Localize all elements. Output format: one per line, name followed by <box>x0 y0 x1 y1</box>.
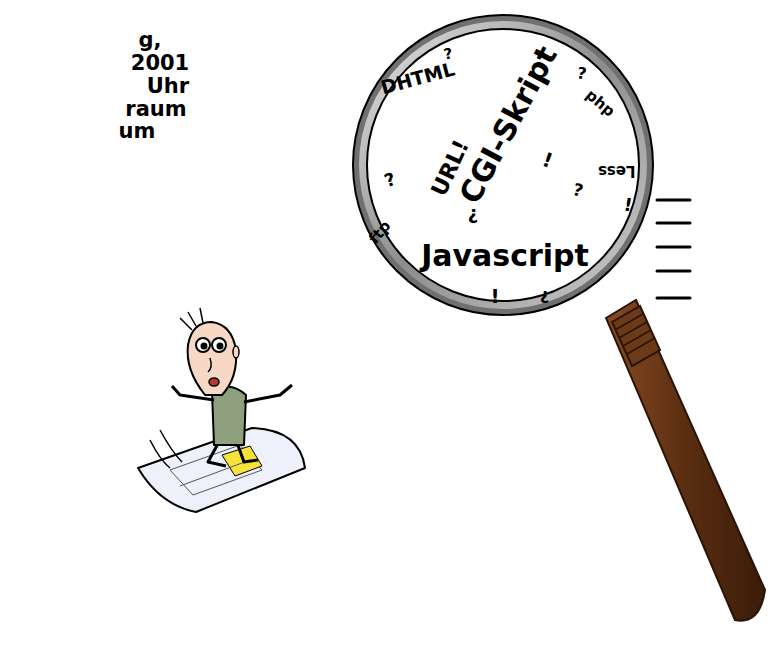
question-mark: ? <box>540 288 549 304</box>
place-text: um <box>119 121 156 142</box>
term-word: Javascript <box>421 241 589 271</box>
date-text: 2001 <box>131 53 189 74</box>
question-mark: ¿ <box>468 204 478 222</box>
date-text: g, <box>138 30 161 51</box>
room-text: raum <box>125 99 186 120</box>
term-word: Less <box>598 163 636 178</box>
time-text: Uhr <box>147 76 189 97</box>
exclamation-mark: ! <box>490 286 499 306</box>
surfing-man <box>138 308 305 512</box>
bullet-dashes <box>657 200 690 298</box>
magnifier-lens <box>353 15 653 315</box>
magnifier-handle <box>606 300 765 621</box>
